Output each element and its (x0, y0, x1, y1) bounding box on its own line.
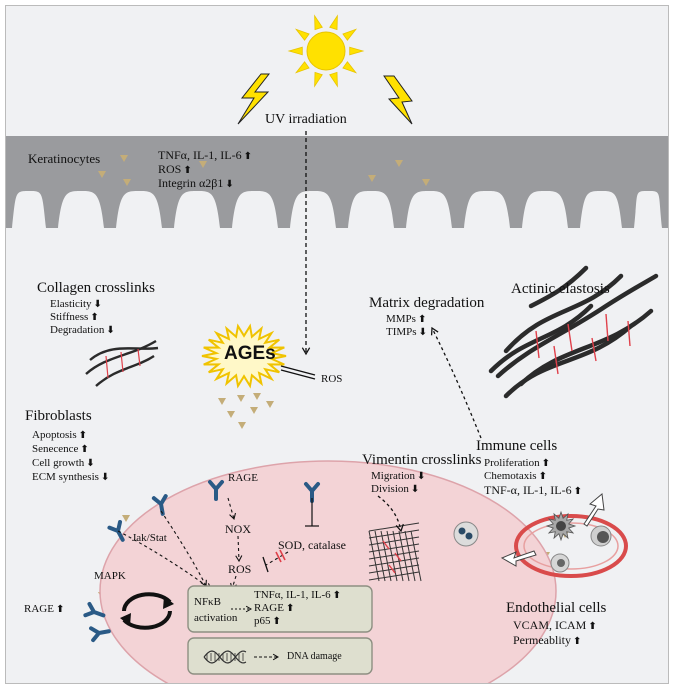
lightning-bolt-left-icon (237, 73, 271, 125)
endothelial-line-2: Permeablity⬆ (513, 633, 582, 647)
nfkb-output-3: p65⬆ (254, 615, 281, 627)
nfkb-label-1: NFκB (194, 596, 221, 608)
keratinocytes-line-2: ROS⬆ (158, 162, 192, 176)
keratinocytes-line-1: TNFα, IL-1, IL-6⬆ (158, 148, 252, 162)
sod-label: SOD, catalase (278, 538, 346, 552)
vimentin-mesh-icon (368, 522, 422, 582)
keratinocytes-line-3: Integrin α2β1⬇ (158, 176, 234, 190)
ages-label: AGEs (224, 343, 276, 364)
collagen-line-3: Degradation⬇ (50, 324, 115, 336)
ages-starburst-icon (201, 323, 287, 389)
jakstat-label: Jak/Stat (132, 532, 167, 544)
nfkb-output-2: RAGE⬆ (254, 602, 295, 614)
nfkb-activation-box (187, 585, 373, 633)
vimentin-line-2: Division⬇ (371, 483, 420, 495)
collagen-fibers-icon (85, 339, 159, 387)
cycle-arrows-icon (120, 592, 174, 630)
endothelial-label: Endothelial cells (506, 600, 607, 616)
immune-to-matrix-arrow (430, 326, 482, 439)
immune-line-3: TNF-α, IL-1, IL-6⬆ (484, 483, 582, 497)
dna-damage-box (187, 637, 373, 675)
vimentin-line-1: Migration⬇ (371, 470, 426, 482)
endothelial-line-1: VCAM, ICAM⬆ (513, 618, 597, 632)
immune-line-1: Proliferation⬆ (484, 457, 550, 469)
epidermis-layer (6, 136, 668, 228)
uv-label: UV irradiation (265, 112, 347, 127)
rage-top-label: RAGE (228, 472, 258, 484)
figure-frame: UV irradiation Keratinocytes TNFα, IL-1,… (5, 5, 669, 684)
ros-cell-label: ROS (228, 562, 252, 576)
collagen-label: Collagen crosslinks (37, 280, 155, 296)
matrix-line-2: TIMPs⬇ (386, 326, 427, 338)
mapk-label: MAPK (94, 570, 126, 582)
ages-ros-label: ROS (321, 373, 343, 385)
immune-label: Immune cells (476, 438, 558, 454)
blood-vessel-icon (453, 493, 628, 578)
elastosis-fibers-icon (488, 265, 659, 399)
dna-damage-label: DNA damage (287, 651, 342, 662)
vimentin-label: Vimentin crosslinks (362, 452, 482, 468)
lightning-bolt-right-icon (383, 75, 413, 125)
fibroblasts-line-2: Senecence⬆ (32, 443, 89, 455)
diagram-artwork (6, 14, 668, 683)
keratinocytes-label: Keratinocytes (28, 151, 101, 166)
matrix-label: Matrix degradation (369, 295, 485, 311)
immune-line-2: Chemotaxis⬆ (484, 470, 547, 482)
rage-left-label: RAGE⬆ (24, 603, 65, 615)
nox-label: NOX (225, 522, 251, 536)
sun-icon (287, 14, 365, 88)
matrix-line-1: MMPs⬆ (386, 313, 427, 325)
collagen-line-1: Elasticity⬇ (50, 298, 102, 310)
nfkb-label-2: activation (194, 612, 238, 624)
fibroblasts-line-1: Apoptosis⬆ (32, 429, 88, 441)
elastosis-label: Actinic elastosis (511, 281, 610, 297)
nfkb-output-1: TNFα, IL-1, IL-6⬆ (254, 589, 342, 601)
dna-helix-icon (203, 650, 247, 664)
fibroblasts-line-4: ECM synthesis⬇ (32, 471, 110, 483)
collagen-line-2: Stiffness⬆ (50, 311, 99, 323)
fibroblasts-label: Fibroblasts (25, 408, 92, 424)
fibroblasts-line-3: Cell growth⬇ (32, 457, 95, 469)
